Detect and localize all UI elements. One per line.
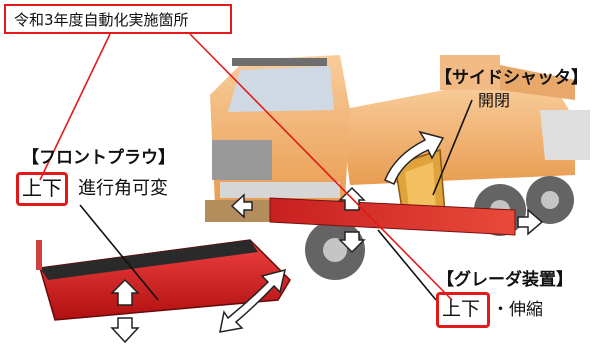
curved-arrow-icon [384, 130, 445, 186]
up-arrow-icon [110, 278, 140, 306]
extend-left-arrow-icon [230, 193, 253, 219]
side-shutter-heading: 【サイドシャッタ】 [435, 68, 588, 88]
front-plow [36, 239, 291, 321]
front-plow-highlighted-text: 上下 [22, 176, 62, 200]
grader-highlighted-text: 上下 [442, 298, 481, 320]
extend-right-arrow-icon [517, 208, 544, 236]
grader-rest-text: ・伸縮 [492, 300, 543, 320]
leader-lines [79, 99, 473, 301]
grader-blade [269, 197, 516, 236]
front-plow-rest-text: 進行角可変 [78, 178, 168, 199]
curved-double-arrow-icon [219, 268, 287, 333]
title-text: 令和3年度自動化実施箇所 [14, 10, 189, 29]
grader-heading: 【グレーダ装置】 [437, 270, 573, 290]
down-arrow-icon [110, 317, 140, 344]
motion-arrows [110, 130, 544, 344]
grader-down-arrow-icon [338, 231, 366, 254]
side-shutter-function: 開閉 [478, 91, 511, 110]
front-plow-heading: 【フロントプラウ】 [22, 148, 175, 168]
grader-highlight-box [436, 292, 490, 328]
highlight-pointers [39, 33, 453, 301]
front-plow-highlight-box [16, 172, 68, 206]
title-box: 令和3年度自動化実施箇所 [4, 4, 232, 34]
